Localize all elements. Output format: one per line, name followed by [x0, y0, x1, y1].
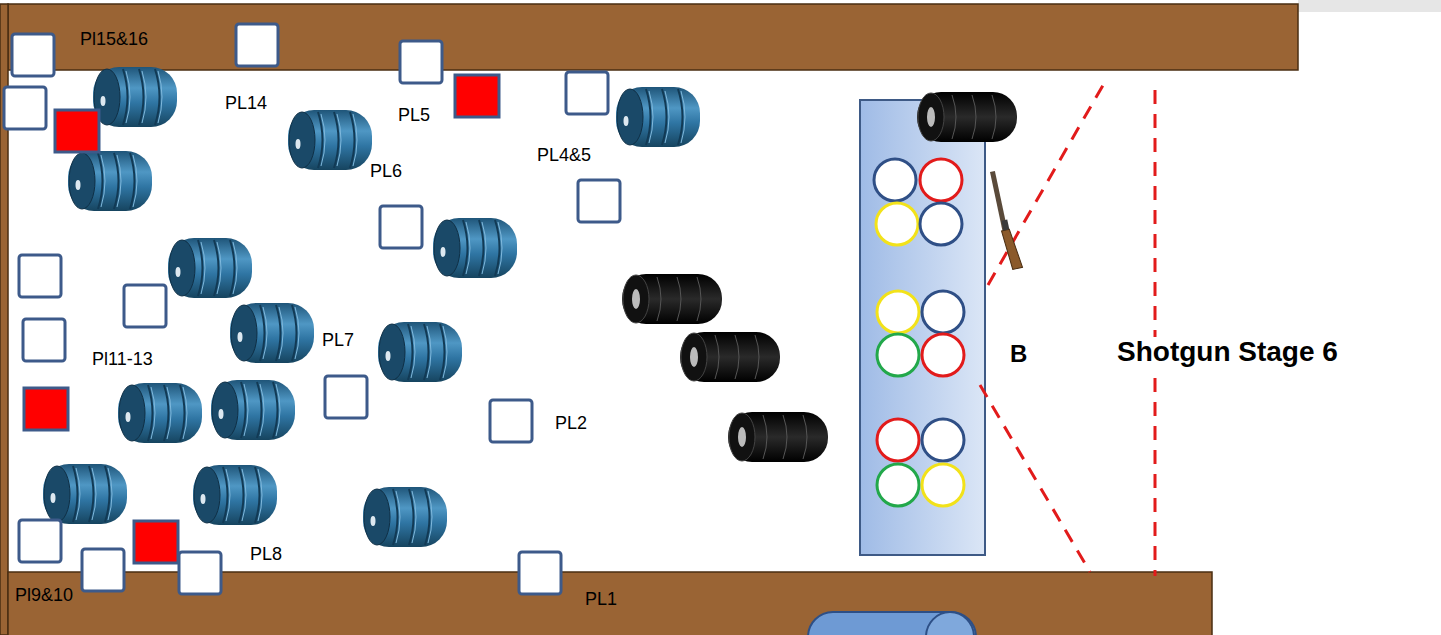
target-circle — [922, 334, 964, 376]
top-berm — [8, 4, 1298, 70]
tire-stack — [728, 412, 828, 462]
shooting-table — [860, 100, 985, 555]
tire-stack — [622, 274, 722, 324]
shooting-position — [325, 376, 367, 418]
bottom-barrel — [808, 612, 976, 635]
shooting-position — [23, 319, 65, 361]
red-target — [55, 110, 99, 152]
barrel — [118, 383, 202, 443]
shooting-position — [566, 72, 608, 114]
target-circle — [922, 419, 964, 461]
barrel — [288, 110, 372, 170]
stage-title: Shotgun Stage 6 — [1115, 337, 1340, 368]
shooting-position — [179, 552, 221, 594]
target-circle — [877, 464, 919, 506]
shooting-position — [19, 520, 61, 562]
position-label: PL14 — [225, 94, 267, 114]
position-label: PL7 — [322, 331, 354, 351]
barrel — [93, 67, 177, 127]
target-circle — [920, 159, 962, 201]
position-label: PL2 — [555, 414, 587, 434]
position-label: Pl15&16 — [80, 30, 148, 50]
position-label: PL5 — [398, 106, 430, 126]
target-circle — [877, 419, 919, 461]
tire-stack — [680, 332, 780, 382]
position-label: PL4&5 — [537, 146, 591, 166]
position-label: PL8 — [250, 545, 282, 565]
position-label: PL1 — [585, 590, 617, 610]
target-circle — [876, 203, 918, 245]
fault-lines — [980, 80, 1155, 576]
barrel — [230, 303, 314, 363]
shooting-position — [82, 549, 124, 591]
shooting-position — [380, 206, 422, 248]
barrel — [211, 380, 295, 440]
shooting-position — [578, 180, 620, 222]
barrel — [433, 218, 517, 278]
barrel — [378, 322, 462, 382]
target-circle — [877, 334, 919, 376]
shooting-position — [236, 24, 278, 66]
position-label: Pl11-13 — [92, 350, 153, 370]
shooting-position — [124, 285, 166, 327]
shooting-position — [400, 41, 442, 83]
barrel — [193, 465, 277, 525]
shooting-position — [4, 87, 46, 129]
barrel — [616, 87, 700, 147]
red-target — [24, 388, 68, 430]
shooting-position — [19, 255, 61, 297]
frame-strip — [1298, 0, 1441, 12]
position-label: Pl9&10 — [15, 586, 73, 606]
target-circle — [922, 291, 964, 333]
red-target — [455, 75, 499, 117]
shooting-position — [490, 400, 532, 442]
shooting-position — [12, 34, 54, 76]
barrel — [363, 487, 447, 547]
tire-stack — [917, 92, 1017, 142]
red-target — [134, 521, 178, 563]
shotgun-icon — [989, 170, 1023, 271]
table-label: B — [1010, 341, 1027, 367]
target-circle — [920, 203, 962, 245]
shooting-position — [519, 552, 561, 594]
position-label: PL6 — [370, 162, 402, 182]
target-circle — [922, 464, 964, 506]
barrel — [68, 151, 152, 211]
barrel — [168, 238, 252, 298]
barrel — [43, 464, 127, 524]
target-circle — [877, 291, 919, 333]
target-circle — [874, 159, 916, 201]
